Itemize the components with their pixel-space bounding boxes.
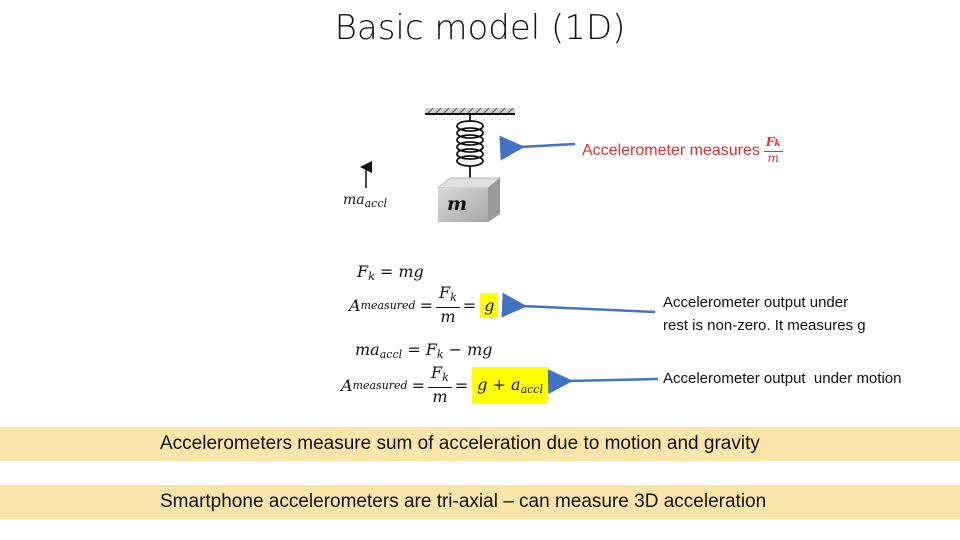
slide-title: Basic model (1D) [334, 8, 626, 48]
force-label: maaccl [343, 192, 388, 210]
spring-coil [456, 114, 484, 180]
triaxial-band: Smartphone accelerometers are tri-axial … [0, 485, 960, 519]
rest-output-note: Accelerometer output under rest is non-z… [663, 294, 866, 334]
triaxial-text: Smartphone accelerometers are tri-axial … [160, 491, 767, 512]
sum-acceleration-band: Accelerometers measure sum of accelerati… [0, 427, 960, 461]
ceiling-hatch [425, 107, 515, 115]
highlight-g: g [480, 292, 499, 318]
equation-fk-mg: Fk = mg [357, 262, 424, 283]
sum-acceleration-text: Accelerometers measure sum of accelerati… [160, 433, 760, 454]
equation-ma-accl: maaccl = Fk − mg [355, 340, 493, 361]
mass-label: m [447, 193, 467, 215]
arrow-to-rest-eq [501, 292, 656, 318]
accelerometer-measures-note: Accelerometer measures Fk m [582, 135, 783, 165]
motion-output-note: Accelerometer output under motion [663, 370, 902, 387]
mass-block [436, 177, 502, 222]
arrow-to-motion-eq [547, 368, 659, 394]
arrow-to-spring [499, 135, 576, 161]
highlight-g-plus-a: g + aaccl [472, 366, 548, 404]
